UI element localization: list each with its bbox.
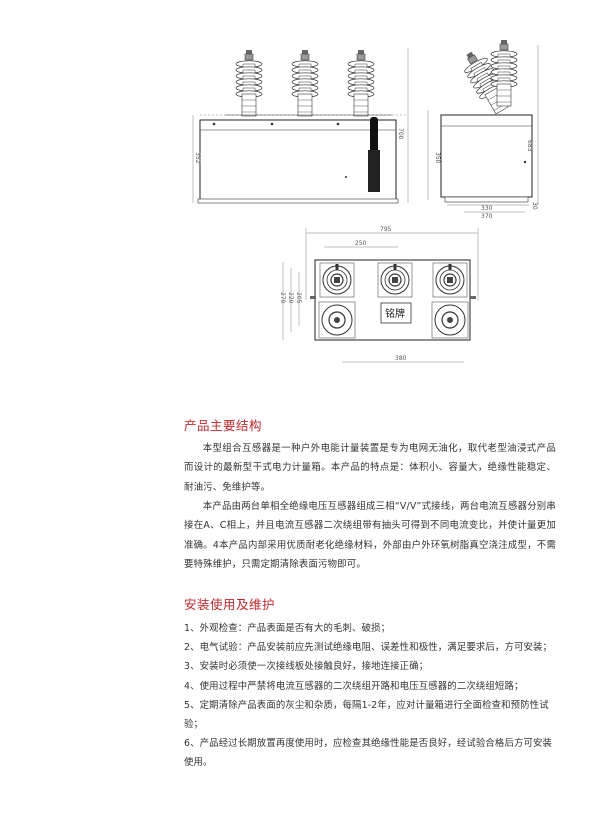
install-item-1: 1、外观检查：产品表面是否有大的毛刺、破损； [184,623,391,634]
nameplate-label: 铭牌 [385,307,405,320]
top-depth-b: 220 [287,292,294,304]
section-title-structure: 产品主要结构 [184,418,263,433]
top-bottom-dim: 380 [395,355,407,362]
install-item-3: 3、安装时必须使一次接线板处接触良好，接地连接正确； [184,661,429,672]
side-width-a: 330 [481,205,493,212]
side-height-total: 683 [526,140,533,152]
side-small-dim: 30 [531,202,538,210]
install-item-2: 2、电气试验：产品安装前应先测试绝缘电阻、误差性和极性，满足要求后，方可安装； [184,642,553,653]
side-width-b: 370 [481,213,493,220]
top-view [282,228,479,363]
structure-paragraph-2: 本产品由两台单相全绝缘电压互感器组成三相“V/V”式接线，两台电流互感器分别串接… [184,501,556,570]
install-item-4: 4、使用过程中严禁将电流互感器的二次绕组开路和电压互感器的二次绕组短路； [184,681,524,692]
top-depth-a: 270 [279,292,286,304]
side-view [427,39,539,213]
front-height-body: 352 [194,152,201,164]
structure-paragraph-1: 本型组合互感器是一种户外电能计量装置是专为电网无油化，取代老型油浸式产品而设计的… [184,443,556,493]
top-depth-c: 205 [295,292,302,304]
front-height-total: 700 [397,128,404,140]
section-title-installation: 安装使用及维护 [184,597,276,612]
side-height-body: 350 [434,152,441,164]
top-span: 250 [355,240,367,247]
technical-drawings: 700 352 683 350 330 370 30 铭牌 [192,39,539,363]
front-view [192,48,409,204]
install-item-6: 6、产品经过长期放置再度使用时，应检查其绝缘性能是否良好，经试验合格后方可安装使… [184,738,553,769]
install-item-5: 5、定期清除产品表面的灰尘和杂质，每隔1-2年，应对计量箱进行全面检查和预防性试… [184,700,549,731]
top-width-total: 795 [380,226,392,233]
